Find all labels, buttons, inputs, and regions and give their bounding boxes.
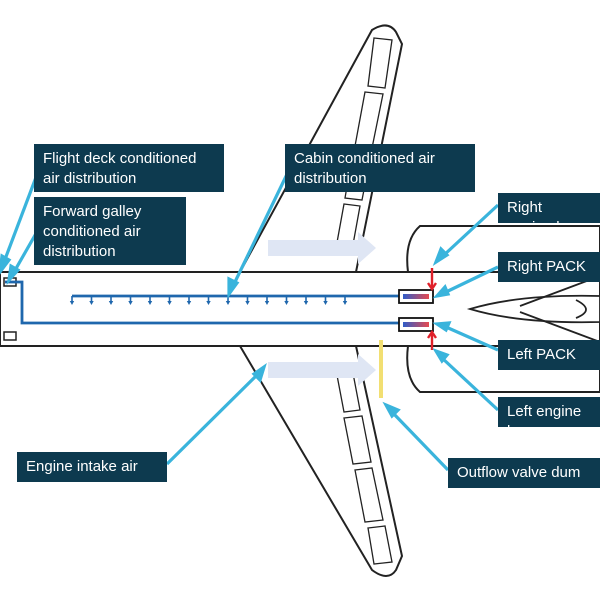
cabin-outlet-tip xyxy=(89,301,94,305)
airflow-arrow-lower xyxy=(268,354,376,386)
cabin-outlet-tip xyxy=(206,301,211,305)
cabin-outlet-tip xyxy=(167,301,172,305)
left-pack-label: Left PACK xyxy=(498,340,600,370)
cabin-outlet-tip xyxy=(284,301,289,305)
right-engine-label: Right engine b xyxy=(498,193,600,223)
cabin-outlet-tip xyxy=(186,301,192,305)
cabin-outlet-tip xyxy=(303,301,309,305)
engine-intake-label: Engine intake air xyxy=(17,452,167,482)
cabin-outlet-tip xyxy=(108,301,114,305)
cabin-outlet-tip xyxy=(147,301,153,305)
forward-galley-label: Forward galley conditioned air distribut… xyxy=(34,197,186,265)
left-engine-label: Left engine b xyxy=(498,397,600,427)
cabin-outlet-tip xyxy=(323,301,328,305)
cabin-outlet-tip xyxy=(264,301,270,305)
right-pack-unit xyxy=(398,289,434,304)
callout-lines xyxy=(0,167,500,472)
left-wing xyxy=(238,345,404,577)
cabin-outlet-tip xyxy=(342,301,348,305)
flight-deck-duct xyxy=(5,280,400,325)
bleed-air-lines xyxy=(427,268,437,350)
outflow-valve-label: Outflow valve dum xyxy=(448,458,600,488)
flight-deck-label: Flight deck conditioned air distribution xyxy=(34,144,224,192)
right-pack-label: Right PACK xyxy=(498,252,600,282)
cabin-label: Cabin conditioned air distribution xyxy=(285,144,475,192)
cabin-outlet-tip xyxy=(225,301,231,305)
airflow-arrow-upper xyxy=(268,232,376,264)
airflow-arrows xyxy=(268,232,376,386)
cabin-outlet-tip xyxy=(128,301,133,305)
cabin-outlet-tip xyxy=(245,301,250,305)
left-pack-unit xyxy=(398,317,434,332)
cabin-outlets xyxy=(69,296,348,305)
cabin-outlet-tip xyxy=(69,301,75,305)
